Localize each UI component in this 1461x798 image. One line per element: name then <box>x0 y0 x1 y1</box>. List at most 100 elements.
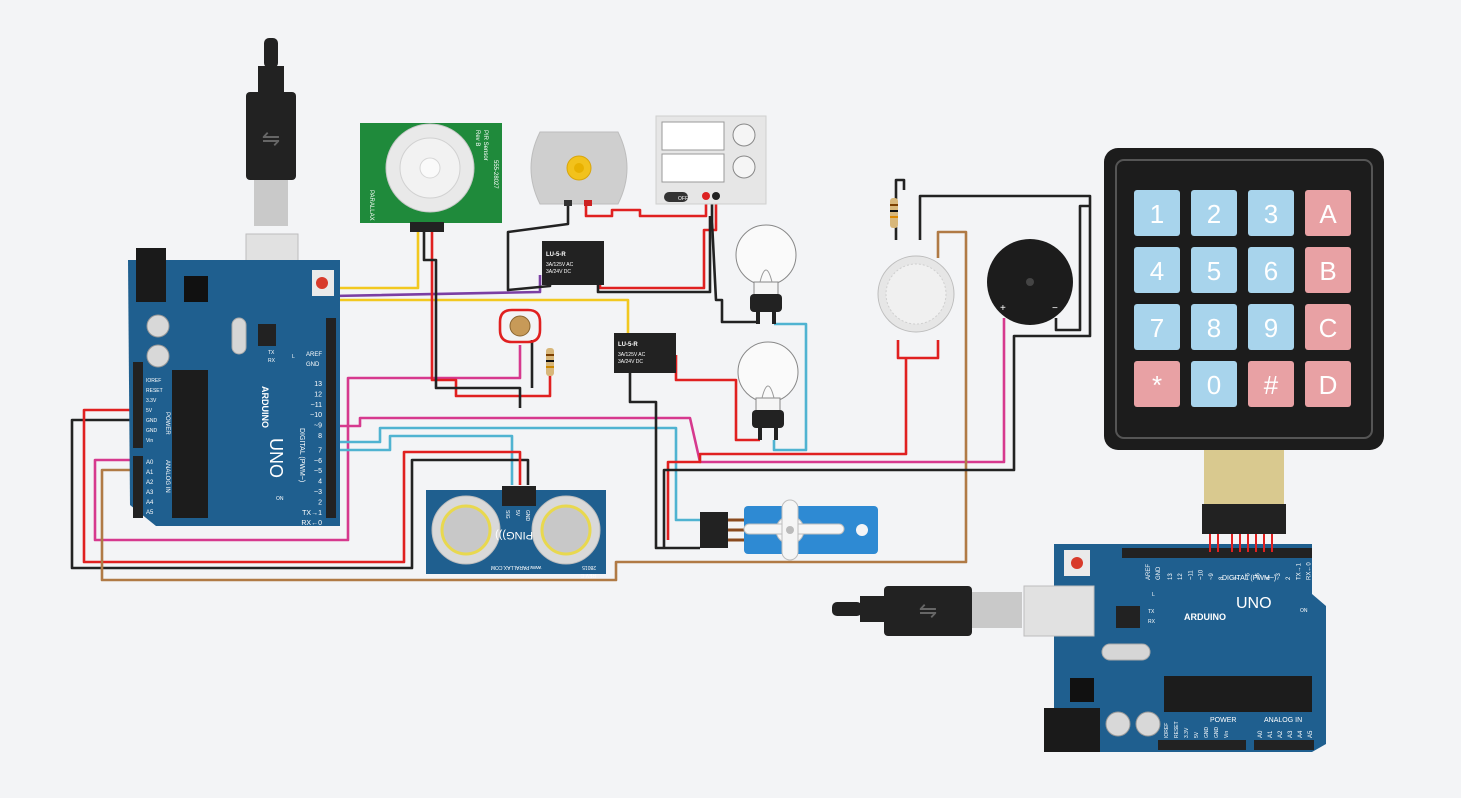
dc-motor[interactable] <box>530 131 628 206</box>
keypad-key[interactable] <box>1305 247 1351 293</box>
arduino-left-digital-pin: ~10 <box>310 412 322 419</box>
wire-black-relay2-servo[interactable] <box>628 372 700 550</box>
arduino-right-digital-pin: 4 <box>1266 576 1272 580</box>
wire-cyan-servo-1[interactable] <box>332 426 700 522</box>
relay-2[interactable]: LU-5-R 3A/125V AC 3A/24V DC <box>614 333 676 373</box>
arduino-left-digital-pin: RX←0 <box>301 520 322 527</box>
wire-yellow-relay2[interactable] <box>334 298 630 383</box>
keypad-key[interactable] <box>1134 361 1180 407</box>
photoresistor[interactable] <box>498 308 542 344</box>
arduino-left-led-l: L <box>292 354 295 360</box>
keypad-key[interactable] <box>1248 247 1294 293</box>
keypad-key[interactable] <box>1248 361 1294 407</box>
wires-layer <box>70 178 1092 582</box>
arduino-right-led-on: ON <box>1300 608 1308 614</box>
arduino-right-analog-pin: A0 <box>1258 730 1264 738</box>
arduino-right-digital-pin: 8 <box>1219 576 1225 580</box>
keypad-key[interactable] <box>1134 247 1180 293</box>
arduino-right-led-rx: RX <box>1148 619 1156 625</box>
usb-cable-right[interactable]: ⇋ <box>832 585 1095 637</box>
keypad-key[interactable] <box>1191 190 1237 236</box>
light-bulb-2[interactable] <box>737 341 799 440</box>
arduino-left-power-pin: IOREF <box>146 378 161 384</box>
arduino-left-digital-pin: TX→1 <box>302 510 322 517</box>
wire-brown-gas[interactable] <box>100 230 968 582</box>
wire-black-buzzer[interactable] <box>1054 204 1090 332</box>
arduino-left-led-on: ON <box>276 496 284 502</box>
keypad-key[interactable] <box>1134 190 1180 236</box>
wire-red-supply-2[interactable] <box>598 196 718 290</box>
wire-black-relay1-bulb1[interactable] <box>596 216 712 294</box>
wire-red-5v[interactable] <box>82 408 522 564</box>
ping-part: 28015 <box>582 564 596 570</box>
arduino-left-gnd: GND <box>306 362 320 368</box>
arduino-left-digital-pin: 4 <box>318 479 322 486</box>
keypad-key[interactable] <box>1248 304 1294 350</box>
ping-pin-gnd: GND <box>524 510 530 522</box>
arduino-right-analog-pin: A5 <box>1308 730 1314 738</box>
wire-black-gnd-loop[interactable] <box>70 418 530 570</box>
keypad-key[interactable] <box>1191 247 1237 293</box>
buzzer-minus: − <box>1052 303 1058 314</box>
arduino-right-power-pin: 5V <box>1194 731 1200 738</box>
arduino-uno-left[interactable]: ARDUINO UNO DIGITAL (PWM~) POWER ANALOG … <box>128 248 340 527</box>
wire-cyan-bulb[interactable] <box>772 322 808 452</box>
arduino-left-digital-pin: 8 <box>318 433 322 440</box>
relay-1[interactable]: LU-5-R 3A/125V AC 3A/24V DC <box>542 241 604 285</box>
wire-red-servo[interactable] <box>666 357 908 540</box>
keypad-key[interactable] <box>1191 304 1237 350</box>
arduino-left-digital-pin: 7 <box>318 447 322 454</box>
wire-black-pir[interactable] <box>422 232 522 408</box>
relay1-rating1: 3A/125V AC <box>546 262 574 268</box>
arduino-left-digital-pin: ~11 <box>311 402 322 409</box>
wire-pink-ldr[interactable] <box>93 345 522 542</box>
pir-sensor[interactable]: PARALLAX PIR Sensor Rev B 555-28027 <box>360 123 502 232</box>
wire-red-gas-feet[interactable] <box>896 340 940 360</box>
arduino-left-digital-pin: 2 <box>318 499 322 506</box>
ping-ultrasonic-sensor[interactable]: SIG 5V GND PING))) www.PARALLAX.COM 2801… <box>426 486 606 578</box>
usb-cable-left[interactable]: ⇋ <box>245 38 299 299</box>
arduino-right-digital-pin: RX←0 <box>1307 562 1313 580</box>
wire-red-supply[interactable] <box>584 196 708 218</box>
wire-pink-buzzer[interactable] <box>332 318 1006 464</box>
usb-icon: ⇋ <box>262 126 280 151</box>
arduino-left-digital-label: DIGITAL (PWM~) <box>298 428 305 482</box>
keypad-ribbon <box>1202 450 1286 534</box>
arduino-right-power-pin: GND <box>1204 727 1210 739</box>
motor-gear-icon <box>574 163 584 173</box>
resistor-ldr[interactable] <box>546 348 554 376</box>
arduino-right-power-pin: GND <box>1214 727 1220 739</box>
buzzer-plus: + <box>1000 303 1006 314</box>
wire-black-supply-2[interactable] <box>710 196 760 324</box>
keypad-key[interactable] <box>1305 304 1351 350</box>
keypad-key[interactable] <box>1191 361 1237 407</box>
keypad-key-label: 9 <box>1264 313 1278 343</box>
keypad-key[interactable] <box>1134 304 1180 350</box>
resistor-gas[interactable] <box>890 198 898 228</box>
light-bulb-1[interactable] <box>735 224 797 324</box>
arduino-uno-right[interactable]: ARDUINO UNO DIGITAL (PWM~) POWER ANALOG … <box>1044 544 1326 752</box>
keypad-key[interactable] <box>1305 361 1351 407</box>
servo-motor[interactable] <box>700 499 878 561</box>
keypad-key[interactable] <box>1305 190 1351 236</box>
arduino-right-led-l: L <box>1152 592 1155 598</box>
arduino-right-analog-pin: A2 <box>1278 730 1284 738</box>
keypad-wires <box>1209 534 1273 552</box>
keypad-key[interactable] <box>1248 190 1294 236</box>
arduino-right-power-pin: RESET <box>1174 721 1180 738</box>
keypad-key-label: C <box>1319 313 1338 343</box>
arduino-right-digital-pin: 13 <box>1168 573 1174 580</box>
wire-black-servo[interactable] <box>662 194 1092 548</box>
gas-sensor[interactable] <box>877 255 955 333</box>
arduino-right-digital-pin: ~10 <box>1199 569 1205 580</box>
piezo-buzzer[interactable]: + − <box>987 239 1073 325</box>
power-supply[interactable]: OFF <box>655 115 767 205</box>
arduino-left-digital-pin: ~5 <box>314 468 322 475</box>
arduino-left-led-rx: RX <box>268 358 276 364</box>
